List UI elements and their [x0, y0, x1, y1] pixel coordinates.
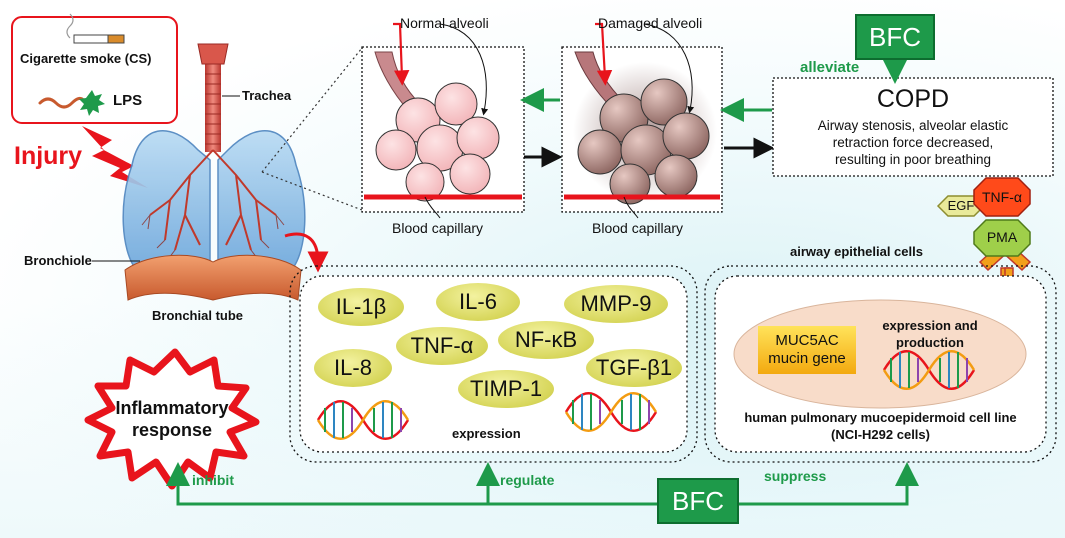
bfc-top-box: BFC: [855, 14, 935, 60]
mucin-outer-box: [704, 265, 1057, 463]
egf-label: EGF: [947, 198, 975, 213]
pma-label: PMA: [986, 229, 1018, 245]
capillary-leader-2: [623, 196, 639, 219]
injury-label: Injury: [14, 142, 83, 170]
bottom-green-line: [176, 494, 909, 506]
bronchial-tube-label: Bronchial tube: [152, 308, 244, 323]
capillary-label-1: Blood capillary: [392, 220, 484, 236]
cigarette-icon: [66, 13, 125, 44]
tnf-label: TNF-α: [982, 189, 1022, 205]
cell-line-label-2: (NCI-H292 cells): [831, 427, 930, 442]
normal-alveoli-label: Normal alveoli: [400, 15, 489, 31]
dna-helix-right: [564, 392, 658, 432]
dna-helix-mucin: [882, 350, 976, 390]
inflammatory-line-1: Inflammatory: [115, 398, 229, 418]
cytokine-tnfa: TNF-α: [396, 327, 488, 365]
cytokine-il6: IL-6: [436, 283, 520, 321]
cytokine-tgfb1: TGF-β1: [586, 349, 682, 387]
muc5ac-box: MUC5AC mucin gene: [758, 326, 856, 374]
cytokine-timp1: TIMP-1: [458, 370, 554, 408]
copd-line-3: resulting in poor breathing: [834, 152, 992, 167]
damaged-alveoli-illustration: [573, 22, 717, 205]
dna-helix-left: [316, 400, 410, 440]
copd-line-2: retraction force decreased,: [832, 135, 994, 150]
inflammatory-line-2: response: [131, 420, 213, 440]
pma-hexagon: [973, 219, 1031, 257]
cytokine-nfkb: NF-κB: [498, 321, 594, 359]
capillary-leader-1: [424, 196, 441, 219]
cell-line-label-1: human pulmonary mucoepidermoid cell line: [744, 410, 1017, 425]
cytokine-il8: IL-8: [314, 349, 392, 387]
bfc-bottom-box: BFC: [657, 478, 739, 524]
copd-title: COPD: [876, 85, 950, 113]
lightning-bolt-icon: [82, 126, 148, 188]
lps-icon: [38, 90, 105, 116]
inhibit-label: inhibit: [192, 472, 234, 488]
inflammatory-starburst: [84, 348, 260, 490]
lps-label: LPS: [113, 92, 143, 109]
alleviate-label: alleviate: [800, 59, 860, 76]
tnf-hexagon: [973, 177, 1031, 217]
lung-to-cytokines-arrow: [284, 232, 329, 273]
capillary-label-2: Blood capillary: [592, 220, 684, 236]
epithelial-cells-label: airway epithelial cells: [790, 244, 923, 259]
cytokine-expression-label: expression: [452, 426, 521, 441]
suppress-label: suppress: [764, 468, 827, 484]
muc5ac-line-2: mucin gene: [768, 350, 846, 367]
damaged-alveoli-label: Damaged alveoli: [598, 15, 703, 31]
muc5ac-line-1: MUC5AC: [775, 332, 839, 349]
cytokine-mmp9: MMP-9: [564, 285, 668, 323]
copd-box: [772, 77, 1054, 177]
mucin-expression-line-2: production: [896, 335, 964, 350]
mucin-expression-line-1: expression and: [882, 318, 978, 333]
cs-label: Cigarette smoke (CS): [20, 51, 152, 66]
copd-line-1: Airway stenosis, alveolar elastic: [817, 118, 1009, 133]
bfc-bottom-label: BFC: [672, 485, 724, 516]
cytokine-il1b: IL-1β: [318, 288, 404, 326]
regulate-label: regulate: [500, 472, 555, 488]
bfc-top-label: BFC: [869, 21, 921, 52]
cause-box: [11, 16, 178, 124]
trachea-label: Trachea: [242, 88, 292, 103]
lungs-illustration: [122, 43, 306, 301]
normal-alveoli-illustration: [374, 22, 500, 202]
zoom-line-top: [261, 47, 363, 173]
bronchiole-label: Bronchiole: [24, 253, 92, 268]
